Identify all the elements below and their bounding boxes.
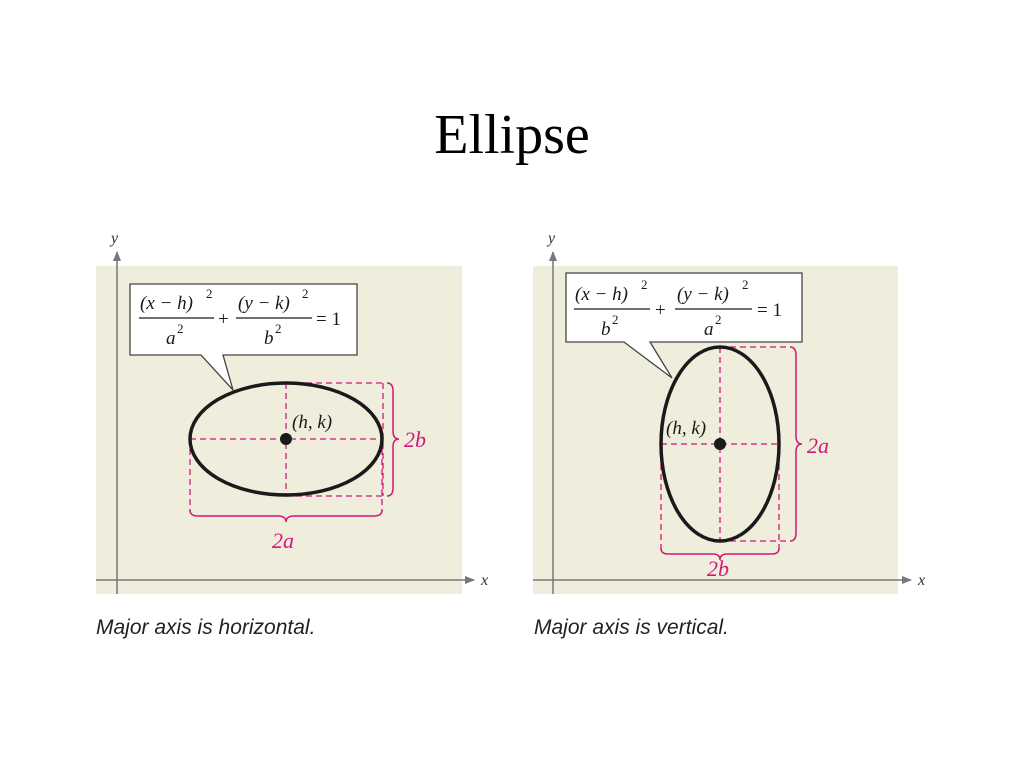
right-eq-den2-exp: 2 [715,312,722,327]
left-x-axis-label: x [480,572,488,589]
left-center-point [280,433,292,445]
left-eq-num2-exp: 2 [302,286,309,301]
left-horizontal-dim-label: 2a [272,528,294,553]
left-eq-plus: + [218,309,229,330]
right-eq-den2: a [704,319,714,340]
left-center-label: (h, k) [292,412,332,433]
left-callout-box [129,283,358,391]
left-ellipse [188,381,384,497]
right-panel: y x (h, k) 2b 2a (x − h) 2 b 2 + (y [533,230,925,594]
left-brace-horizontal [189,509,383,523]
right-eq-num1: (x − h) [575,284,628,305]
right-x-axis-label: x [917,572,925,589]
slide-title: Ellipse [434,104,590,166]
right-vertical-dim-label: 2a [807,433,829,458]
right-eq-plus: + [655,300,666,321]
right-eq-num1-exp: 2 [641,277,648,292]
right-dashed-guides [660,346,790,550]
left-eq-num2: (y − k) [238,293,290,314]
right-eq-rhs: = 1 [757,300,782,321]
left-eq-num1: (x − h) [140,293,193,314]
right-eq-num2: (y − k) [677,284,729,305]
left-caption: Major axis is horizontal. [96,616,316,639]
left-eq-den1: a [166,328,176,349]
right-callout-box [565,272,803,379]
right-brace-vertical [789,346,803,542]
left-eq-num1-exp: 2 [206,286,213,301]
right-center-point [714,438,726,450]
left-eq-den2-exp: 2 [275,321,282,336]
right-y-axis-label: y [546,230,556,247]
right-eq-den1: b [601,319,611,340]
right-ellipse [659,345,781,543]
right-eq-num2-exp: 2 [742,277,749,292]
right-caption: Major axis is vertical. [534,616,729,639]
left-vertical-dim-label: 2b [404,427,426,452]
right-center-label: (h, k) [666,418,706,439]
left-panel: y x (h, k) 2a 2b (x − h) 2 a 2 + [96,230,488,594]
left-eq-rhs: = 1 [316,309,341,330]
left-brace-vertical [386,382,400,497]
right-horizontal-dim-label: 2b [707,556,729,581]
right-eq-den1-exp: 2 [612,312,619,327]
left-y-axis-label: y [109,230,119,247]
left-eq-den2: b [264,328,274,349]
left-equation: (x − h) 2 a 2 + (y − k) 2 b 2 = 1 [139,286,341,349]
left-eq-den1-exp: 2 [177,321,184,336]
right-equation: (x − h) 2 b 2 + (y − k) 2 a 2 = 1 [574,277,782,340]
right-brace-horizontal [660,547,780,561]
